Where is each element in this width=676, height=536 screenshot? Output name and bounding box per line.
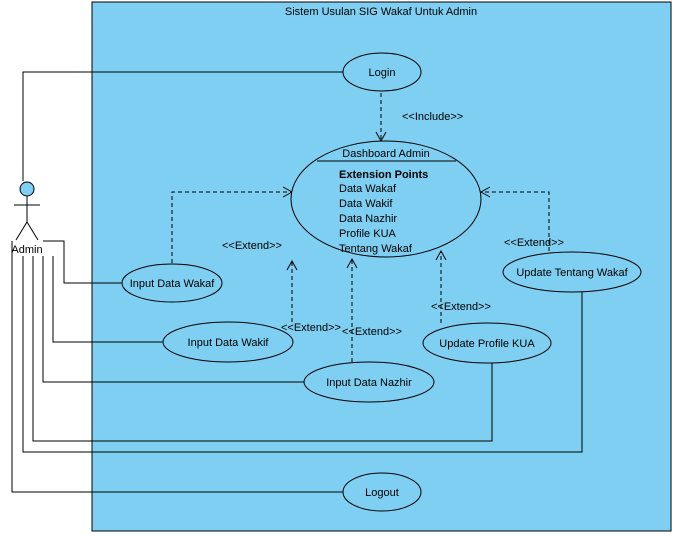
extend-update-tentang — [479, 186, 550, 251]
extension-point-item: Data Nazhir — [339, 213, 397, 225]
assoc-update-kua — [32, 256, 493, 442]
extension-points-title: Extension Points — [339, 169, 428, 181]
label-extend-nazhir: <<Extend>> — [342, 326, 402, 338]
usecase-input-wakif-label: Input Data Wakif — [188, 337, 270, 349]
assoc-input-wakif — [52, 256, 163, 343]
usecase-login-label: Login — [369, 67, 396, 79]
system-title: Sistem Usulan SIG Wakaf Untuk Admin — [285, 6, 477, 18]
usecase-update-kua[interactable]: Update Profile KUA — [422, 322, 552, 364]
dependencies — [171, 93, 550, 362]
usecase-update-kua-label: Update Profile KUA — [439, 338, 535, 350]
usecase-input-wakif[interactable]: Input Data Wakif — [162, 321, 294, 363]
label-extend-kua: <<Extend>> — [431, 301, 491, 313]
usecase-dashboard-label: Dashboard Admin — [342, 148, 429, 160]
extension-point-item: Profile KUA — [339, 228, 397, 240]
assoc-update-tentang — [22, 256, 583, 453]
actor-head-icon — [19, 181, 35, 197]
assoc-logout — [11, 241, 343, 493]
actor-admin[interactable]: Admin — [11, 181, 43, 256]
extend-input-wakaf — [171, 186, 294, 263]
usecase-logout-label: Logout — [365, 487, 399, 499]
usecase-logout[interactable]: Logout — [342, 472, 422, 512]
associations — [11, 71, 583, 493]
usecase-input-nazhir[interactable]: Input Data Nazhir — [303, 361, 435, 403]
actor-leg-left — [15, 221, 28, 241]
usecase-input-wakaf[interactable]: Input Data Wakaf — [121, 263, 223, 303]
actor-leg-right — [26, 221, 39, 241]
extension-point-item: Data Wakaf — [339, 183, 397, 195]
label-extend-tentang: <<Extend>> — [504, 237, 564, 249]
label-extend-wakif: <<Extend>> — [281, 322, 341, 334]
label-extend-wakaf: <<Extend>> — [222, 240, 282, 252]
usecase-input-wakaf-label: Input Data Wakaf — [130, 278, 216, 290]
usecase-update-tentang[interactable]: Update Tentang Wakaf — [502, 251, 642, 293]
extension-point-item: Data Wakif — [339, 198, 393, 210]
usecase-login[interactable]: Login — [342, 52, 422, 92]
usecase-input-nazhir-label: Input Data Nazhir — [326, 377, 412, 389]
usecase-dashboard[interactable]: Dashboard Admin Extension Points Data Wa… — [290, 140, 482, 258]
assoc-login — [22, 71, 343, 181]
actor-label: Admin — [11, 244, 42, 256]
extension-point-item: Tentang Wakaf — [339, 243, 413, 255]
assoc-input-nazhir — [42, 256, 304, 383]
assoc-input-wakaf — [43, 240, 122, 284]
label-include: <<Include>> — [402, 111, 463, 123]
usecase-update-tentang-label: Update Tentang Wakaf — [516, 267, 628, 279]
